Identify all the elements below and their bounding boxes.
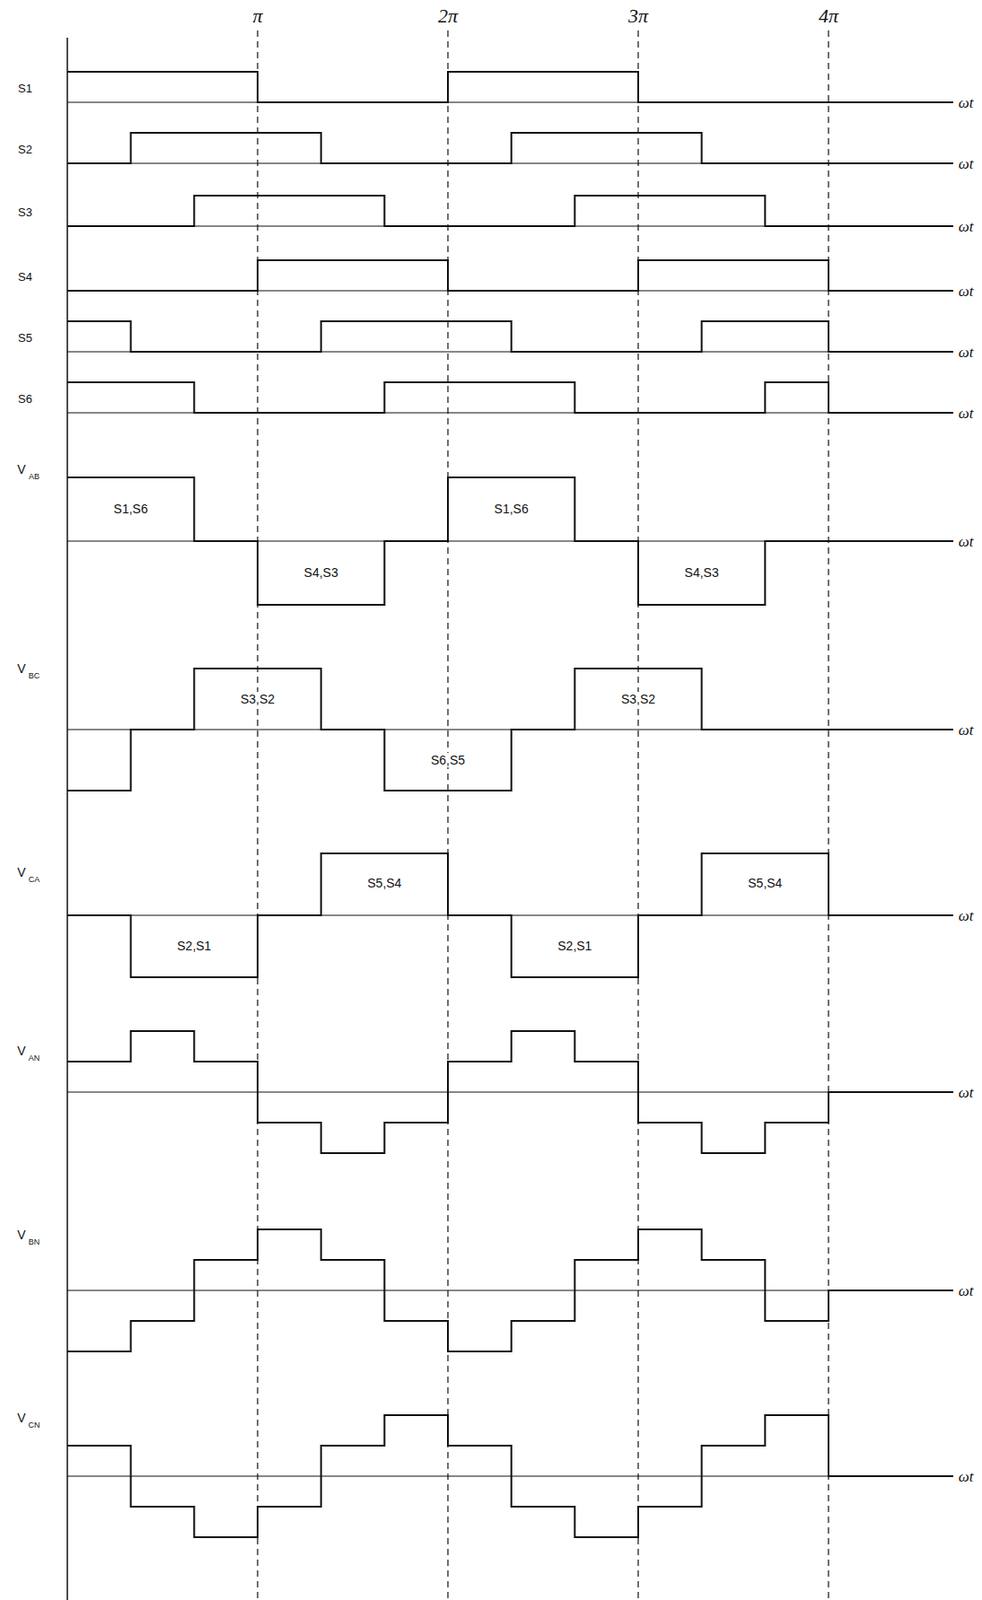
signal-subscript: AN xyxy=(28,1054,41,1063)
gate-signal xyxy=(67,321,954,352)
pulse-label: S6,S5 xyxy=(429,753,467,768)
axis-label: ωt xyxy=(958,534,974,550)
axis-label: ωt xyxy=(958,219,974,235)
axis-label: ωt xyxy=(958,1283,974,1299)
axis-label: ωt xyxy=(958,722,974,738)
signal-name: S3 xyxy=(17,206,33,219)
axis-label: ωt xyxy=(958,344,974,360)
axis-label: ωt xyxy=(958,405,974,421)
pulse-label: S3,S2 xyxy=(238,692,277,707)
signal-name: V xyxy=(17,662,26,676)
signal-name: V xyxy=(17,1044,26,1058)
signal-name: S4 xyxy=(17,271,33,283)
line-voltage xyxy=(67,668,954,791)
axis-tick-label: 2π xyxy=(438,6,458,27)
axis-tick-label: 3π xyxy=(628,6,649,27)
signal-name: V xyxy=(17,866,26,879)
phase-voltage xyxy=(67,1031,954,1154)
pulse-label: S4,S3 xyxy=(302,565,341,580)
pulse-label: S3,S2 xyxy=(619,692,658,707)
signal-name: S6 xyxy=(17,393,33,405)
time-axis xyxy=(67,1475,954,1477)
gate-signal xyxy=(67,260,954,291)
gate-signal xyxy=(67,382,954,413)
time-axis xyxy=(67,1289,954,1291)
pulse-label: S5,S4 xyxy=(745,876,784,891)
axis-label: ωt xyxy=(958,1469,974,1485)
axis-tick-label: π xyxy=(252,6,263,27)
phase-voltage xyxy=(67,1229,954,1352)
signal-name: V xyxy=(17,1228,26,1242)
pulse-label: S2,S1 xyxy=(555,938,594,954)
signal-name: S1 xyxy=(17,82,33,95)
signal-subscript: CN xyxy=(28,1421,41,1430)
signal-name: V xyxy=(17,1411,26,1425)
pulse-label: S5,S4 xyxy=(365,876,404,891)
phase-voltage xyxy=(67,1415,954,1538)
gate-signal xyxy=(67,195,954,227)
line-voltage xyxy=(67,477,954,605)
signal-subscript: AB xyxy=(28,473,40,482)
signal-subscript: BN xyxy=(28,1238,41,1247)
gate-signal xyxy=(67,71,954,103)
axis-label: ωt xyxy=(958,908,974,924)
time-axis xyxy=(67,1091,954,1093)
signal-name: V xyxy=(17,463,26,476)
signal-name: S5 xyxy=(17,332,33,344)
axis-label: ωt xyxy=(958,283,974,299)
gate-signal xyxy=(67,132,954,164)
axis-label: ωt xyxy=(958,1085,974,1101)
line-voltage xyxy=(67,853,954,978)
vertical-axis xyxy=(66,37,69,1600)
signal-subscript: CA xyxy=(28,876,41,885)
axis-label: ωt xyxy=(958,95,974,111)
axis-label: ωt xyxy=(958,156,974,172)
pulse-label: S4,S3 xyxy=(683,565,721,580)
axis-tick-label: 4π xyxy=(818,6,839,27)
signal-name: S2 xyxy=(17,143,33,156)
pulse-label: S1,S6 xyxy=(112,501,150,517)
pulse-label: S1,S6 xyxy=(492,501,531,517)
signal-subscript: BC xyxy=(28,672,41,681)
pulse-label: S2,S1 xyxy=(175,938,213,954)
